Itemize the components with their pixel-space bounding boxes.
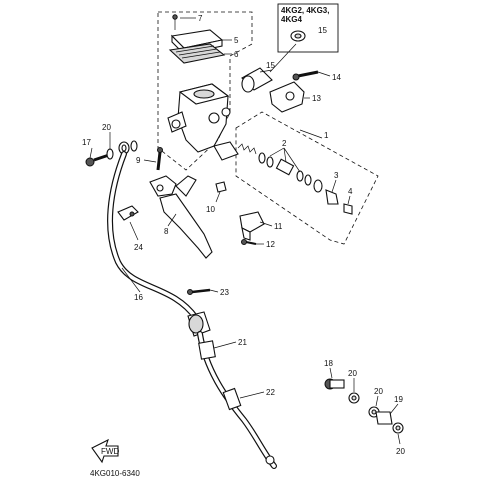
callout-23: 23 bbox=[220, 288, 229, 297]
callout-9: 9 bbox=[136, 156, 141, 165]
callout-10: 10 bbox=[206, 205, 215, 214]
callout-15: 15 bbox=[266, 61, 275, 70]
callout-14: 14 bbox=[332, 73, 341, 82]
callout-21: 21 bbox=[238, 338, 247, 347]
sleeve-bracket-group bbox=[241, 30, 319, 113]
footer-code: 4KG010-6340 bbox=[90, 469, 140, 478]
lower-line bbox=[187, 288, 277, 469]
banjo-bolt-group bbox=[85, 140, 138, 167]
callout-16: 16 bbox=[134, 293, 143, 302]
callout-7: 7 bbox=[198, 14, 203, 23]
callout-20-upper: 20 bbox=[102, 123, 111, 132]
callout-labels: 7 5 6 15 15 14 13 1 2 3 4 17 20 9 10 11 … bbox=[82, 14, 405, 456]
callout-20-c: 20 bbox=[396, 447, 405, 456]
master-cylinder-body bbox=[167, 83, 239, 161]
lower-banjo-group bbox=[324, 378, 404, 434]
callout-22: 22 bbox=[266, 388, 275, 397]
fwd-arrow: FWD bbox=[91, 438, 119, 464]
lever-group bbox=[149, 147, 227, 259]
variant-box-line-1: 4KG2, 4KG3, bbox=[281, 6, 329, 15]
callout-6: 6 bbox=[234, 50, 239, 59]
switch-group bbox=[239, 211, 265, 245]
fwd-label: FWD bbox=[101, 447, 119, 456]
variant-box bbox=[277, 3, 339, 53]
callout-18: 18 bbox=[324, 359, 333, 368]
callout-19: 19 bbox=[394, 395, 403, 404]
callout-24: 24 bbox=[134, 243, 143, 252]
leader-lines bbox=[89, 17, 401, 445]
reservoir-cap-group bbox=[168, 14, 226, 64]
piston-kit bbox=[237, 143, 353, 215]
callout-15-variant: 15 bbox=[318, 26, 327, 35]
callout-13: 13 bbox=[312, 94, 321, 103]
callout-4: 4 bbox=[348, 187, 353, 196]
callout-1: 1 bbox=[324, 131, 329, 140]
callout-2: 2 bbox=[282, 139, 287, 148]
callout-11: 11 bbox=[274, 222, 283, 231]
callout-5: 5 bbox=[234, 36, 239, 45]
callout-20-b: 20 bbox=[374, 387, 383, 396]
callout-3: 3 bbox=[334, 171, 339, 180]
callout-8: 8 bbox=[164, 227, 169, 236]
callout-17: 17 bbox=[82, 138, 91, 147]
variant-box-line-2: 4KG4 bbox=[281, 15, 302, 24]
callout-20-a: 20 bbox=[348, 369, 357, 378]
assembly-outlines bbox=[157, 3, 379, 245]
callout-12: 12 bbox=[266, 240, 275, 249]
brake-hose bbox=[107, 151, 199, 321]
